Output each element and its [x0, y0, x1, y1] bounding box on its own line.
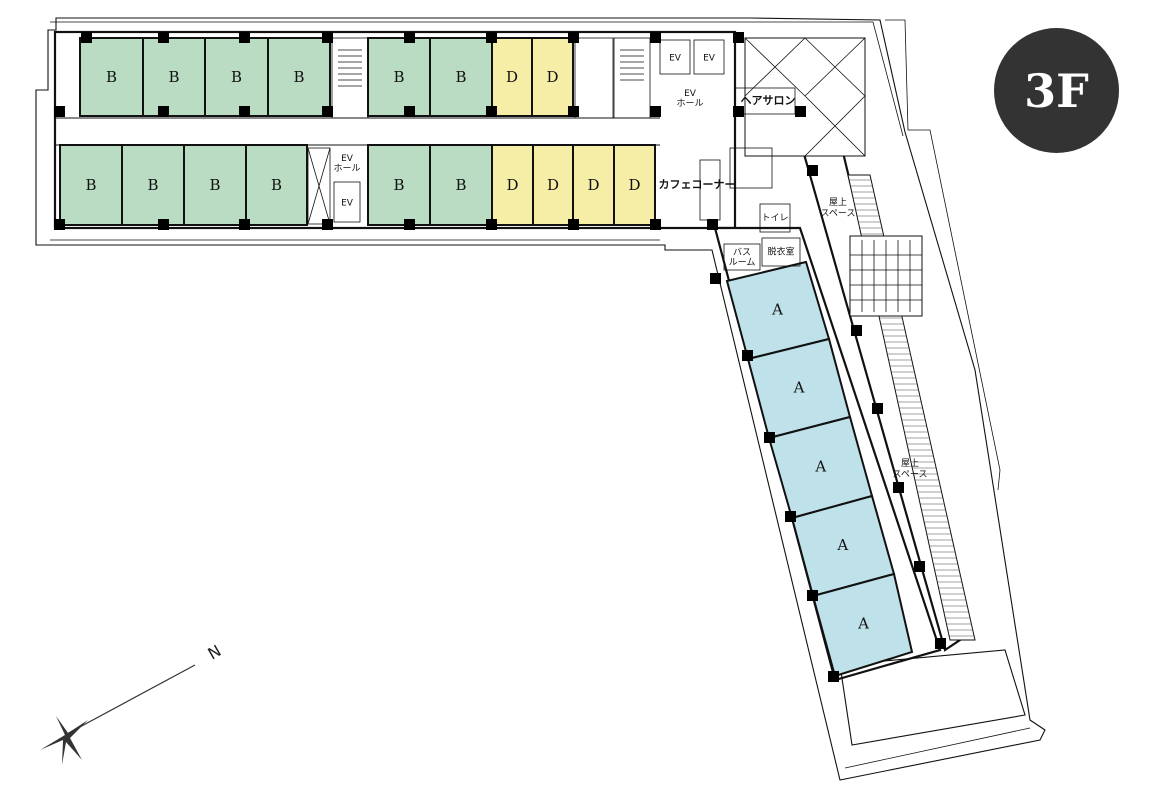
column-37 — [872, 403, 883, 414]
ev-label-1: EV — [669, 54, 682, 64]
room-second-7 — [491, 144, 534, 226]
ev-label-2: EV — [703, 54, 716, 64]
room-top-2 — [142, 37, 206, 117]
column-39 — [914, 561, 925, 572]
column-33 — [807, 590, 818, 601]
column-20 — [54, 219, 65, 230]
room-second-4-label: B — [271, 176, 282, 194]
column-2 — [158, 32, 169, 43]
column-7 — [568, 32, 579, 43]
rooftop-space-hatch — [744, 37, 1026, 746]
column-22 — [239, 219, 250, 230]
compass-north-label: N — [205, 641, 225, 663]
column-15 — [486, 106, 497, 117]
building-outline — [35, 17, 1046, 781]
column-17 — [650, 106, 661, 117]
room-top-4 — [267, 37, 331, 117]
column-30 — [742, 350, 753, 361]
column-28 — [707, 219, 718, 230]
room-top-4-label: B — [293, 68, 304, 86]
room-top-2-label: B — [168, 68, 179, 86]
column-14 — [404, 106, 415, 117]
room-top-6-label: B — [455, 68, 466, 86]
column-9 — [733, 32, 744, 43]
room-a-4-label: A — [836, 536, 848, 554]
column-13 — [322, 106, 333, 117]
column-38 — [893, 482, 904, 493]
column-26 — [568, 219, 579, 230]
hair-salon-label: ヘアサロン — [741, 94, 796, 107]
room-a-3-label: A — [814, 457, 826, 475]
column-34 — [828, 671, 839, 682]
cafe-corner-label: カフェコーナー — [659, 178, 736, 191]
room-top-3-label: B — [231, 68, 242, 86]
column-1 — [81, 32, 92, 43]
column-10 — [54, 106, 65, 117]
column-4 — [322, 32, 333, 43]
room-second-3-label: B — [209, 176, 220, 194]
room-second-2-label: B — [147, 176, 158, 194]
rooftop-space-label-2: 屋上スペース — [893, 458, 928, 480]
structural-columns — [54, 32, 946, 682]
room-a-5 — [811, 572, 914, 678]
bath-room-label: バスルーム — [729, 247, 756, 268]
column-16 — [568, 106, 579, 117]
column-36 — [851, 325, 862, 336]
room-top-8 — [531, 37, 574, 117]
column-12 — [239, 106, 250, 117]
room-a-5-label: A — [857, 615, 869, 633]
room-second-2 — [121, 144, 185, 226]
column-29 — [710, 273, 721, 284]
room-a-1-label: A — [771, 300, 783, 318]
room-second-4 — [245, 144, 308, 226]
column-35 — [807, 165, 818, 176]
room-second-8 — [532, 144, 574, 226]
room-top-5-label: B — [393, 68, 404, 86]
room-second-6-label: B — [455, 176, 466, 194]
column-18 — [733, 106, 744, 117]
room-top-7 — [491, 37, 533, 117]
column-8 — [650, 32, 661, 43]
column-3 — [239, 32, 250, 43]
room-second-1-label: B — [85, 176, 96, 194]
room-second-10-label: D — [628, 176, 640, 194]
floor-badge: 3F — [994, 28, 1119, 153]
room-second-1 — [59, 144, 123, 226]
column-19 — [795, 106, 806, 117]
rooftop-space-label-1: 屋上スペース — [821, 197, 856, 219]
column-24 — [404, 219, 415, 230]
room-second-5-label: B — [393, 176, 404, 194]
ev-label-3: EV — [341, 199, 354, 209]
room-second-8-label: D — [547, 176, 559, 194]
column-25 — [486, 219, 497, 230]
room-second-5 — [367, 144, 431, 226]
compass: N — [40, 641, 224, 765]
column-6 — [486, 32, 497, 43]
column-32 — [785, 511, 796, 522]
room-second-6 — [429, 144, 493, 226]
column-21 — [158, 219, 169, 230]
dressing-room-label: 脱衣室 — [767, 246, 794, 258]
column-5 — [404, 32, 415, 43]
room-a-2-label: A — [793, 378, 805, 396]
room-second-7-label: D — [506, 176, 518, 194]
room-top-5 — [367, 37, 431, 117]
room-top-7-label: D — [506, 68, 518, 86]
room-top-1-label: B — [106, 68, 117, 86]
column-11 — [158, 106, 169, 117]
room-second-3 — [183, 144, 247, 226]
room-top-8-label: D — [546, 68, 558, 86]
room-second-9-label: D — [587, 176, 599, 194]
toilet-label: トイレ — [761, 214, 788, 224]
room-second-10 — [613, 144, 656, 226]
column-31 — [764, 432, 775, 443]
column-23 — [322, 219, 333, 230]
column-27 — [650, 219, 661, 230]
column-40 — [935, 638, 946, 649]
